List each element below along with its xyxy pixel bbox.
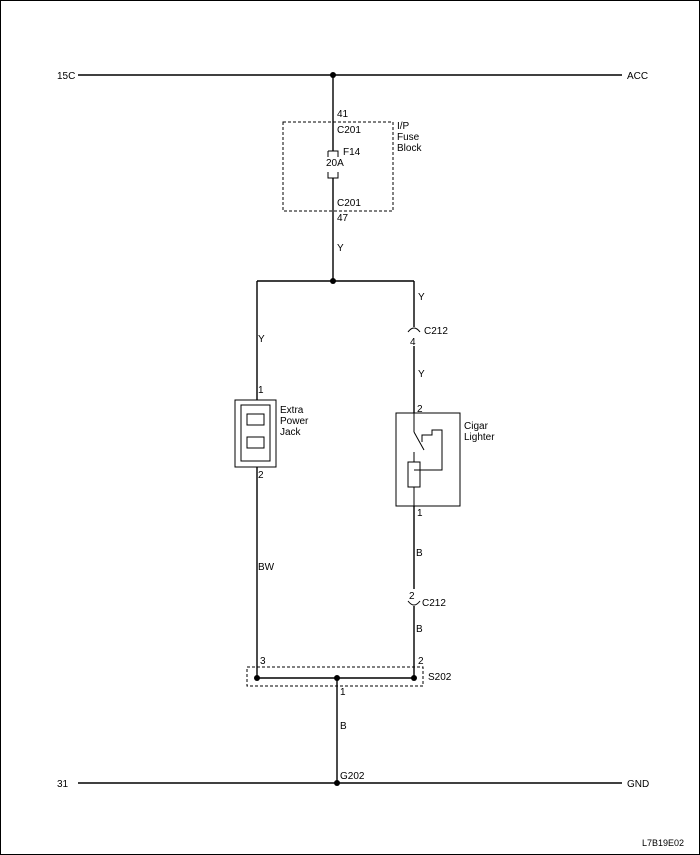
c212-upper-name: C212 [424,326,448,337]
splice-name: S202 [428,672,452,683]
lighter-label-1: Cigar [464,421,489,432]
c212-lower-name: C212 [422,598,446,609]
fuse-connector-out: C201 [337,198,361,209]
fuse-id: F14 [343,147,361,158]
fuse-rating: 20A [326,158,344,169]
wire-color-right-lower: B [416,548,423,559]
lighter-label-2: Lighter [464,432,495,443]
fuse-connector-in: C201 [337,125,361,136]
wire-color-ground: B [340,721,347,732]
splice-dot-left [254,675,260,681]
lighter-pin-top: 2 [417,404,423,415]
rail-label-15c: 15C [57,71,75,82]
jack-label-3: Jack [280,427,302,438]
rail-label-31: 31 [57,779,69,790]
c212-upper-pin: 4 [410,337,416,348]
wire-color-right-mid: Y [418,369,425,380]
fuse-block-label-2: Fuse [397,132,420,143]
jack-pin-bottom: 2 [258,470,264,481]
power-jack-icon [234,399,277,468]
wire-color-right-lowest: B [416,624,423,635]
c212-lower-pin: 2 [409,591,415,602]
wire-color-left-upper: Y [258,334,265,345]
connector-c212-upper-icon [407,327,421,333]
wire-color-right-upper: Y [418,292,425,303]
jack-pin-top: 1 [258,385,264,396]
splice-dot-right [411,675,417,681]
splice-pin-left: 3 [260,656,266,667]
cigar-lighter-icon [395,412,461,507]
splice-pin-right: 2 [418,656,424,667]
splice-pin-bottom: 1 [340,687,346,698]
jack-label-1: Extra [280,405,304,416]
fuse-block-outline [282,121,394,212]
jack-label-2: Power [280,416,309,427]
rail-label-acc: ACC [627,71,648,82]
wire-color-feed: Y [337,243,344,254]
lighter-pin-bottom: 1 [417,508,423,519]
figure-code: L7B19E02 [642,838,684,848]
ground-name: G202 [340,771,365,782]
splice-outline [246,666,424,687]
fuse-pin-out: 47 [337,213,349,224]
fuse-block-label-3: Block [397,143,422,154]
wire-color-left-lower: BW [258,562,275,573]
fuse-pin-in: 41 [337,109,349,120]
fuse-block-label-1: I/P [397,121,410,132]
connector-c212-lower-icon [407,600,421,606]
rail-label-gnd: GND [627,779,649,790]
